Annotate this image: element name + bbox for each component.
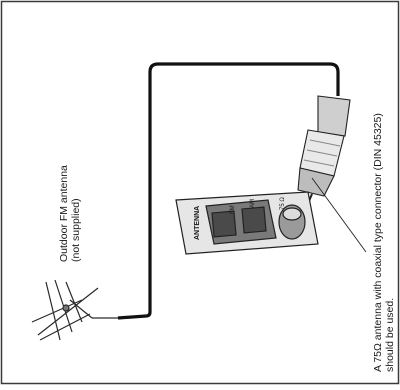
outdoor-antenna-icon [31,279,118,341]
antenna-label-line1: Outdoor FM antenna [58,165,70,262]
impedance-label: 75 Ω [280,197,286,210]
back-panel [175,191,319,255]
coaxial-cable [117,62,340,320]
leader-line [311,177,367,253]
connector-note-line1: A 75Ω antenna with coaxial type connecto… [372,113,384,372]
connector-note-line2: should be used. [384,297,396,372]
antenna-label-line2: (not supplied) [70,198,82,262]
antenna-label: Outdoor FM antenna (not supplied) [58,165,82,262]
am-terminal-label: AM [250,199,256,208]
antenna-panel-label: ANTENNA [194,205,201,240]
coaxial-plug-icon [297,95,351,209]
connector-note: A 75Ω antenna with coaxial type connecto… [372,113,396,372]
fm-terminal-label: FM [230,205,236,214]
